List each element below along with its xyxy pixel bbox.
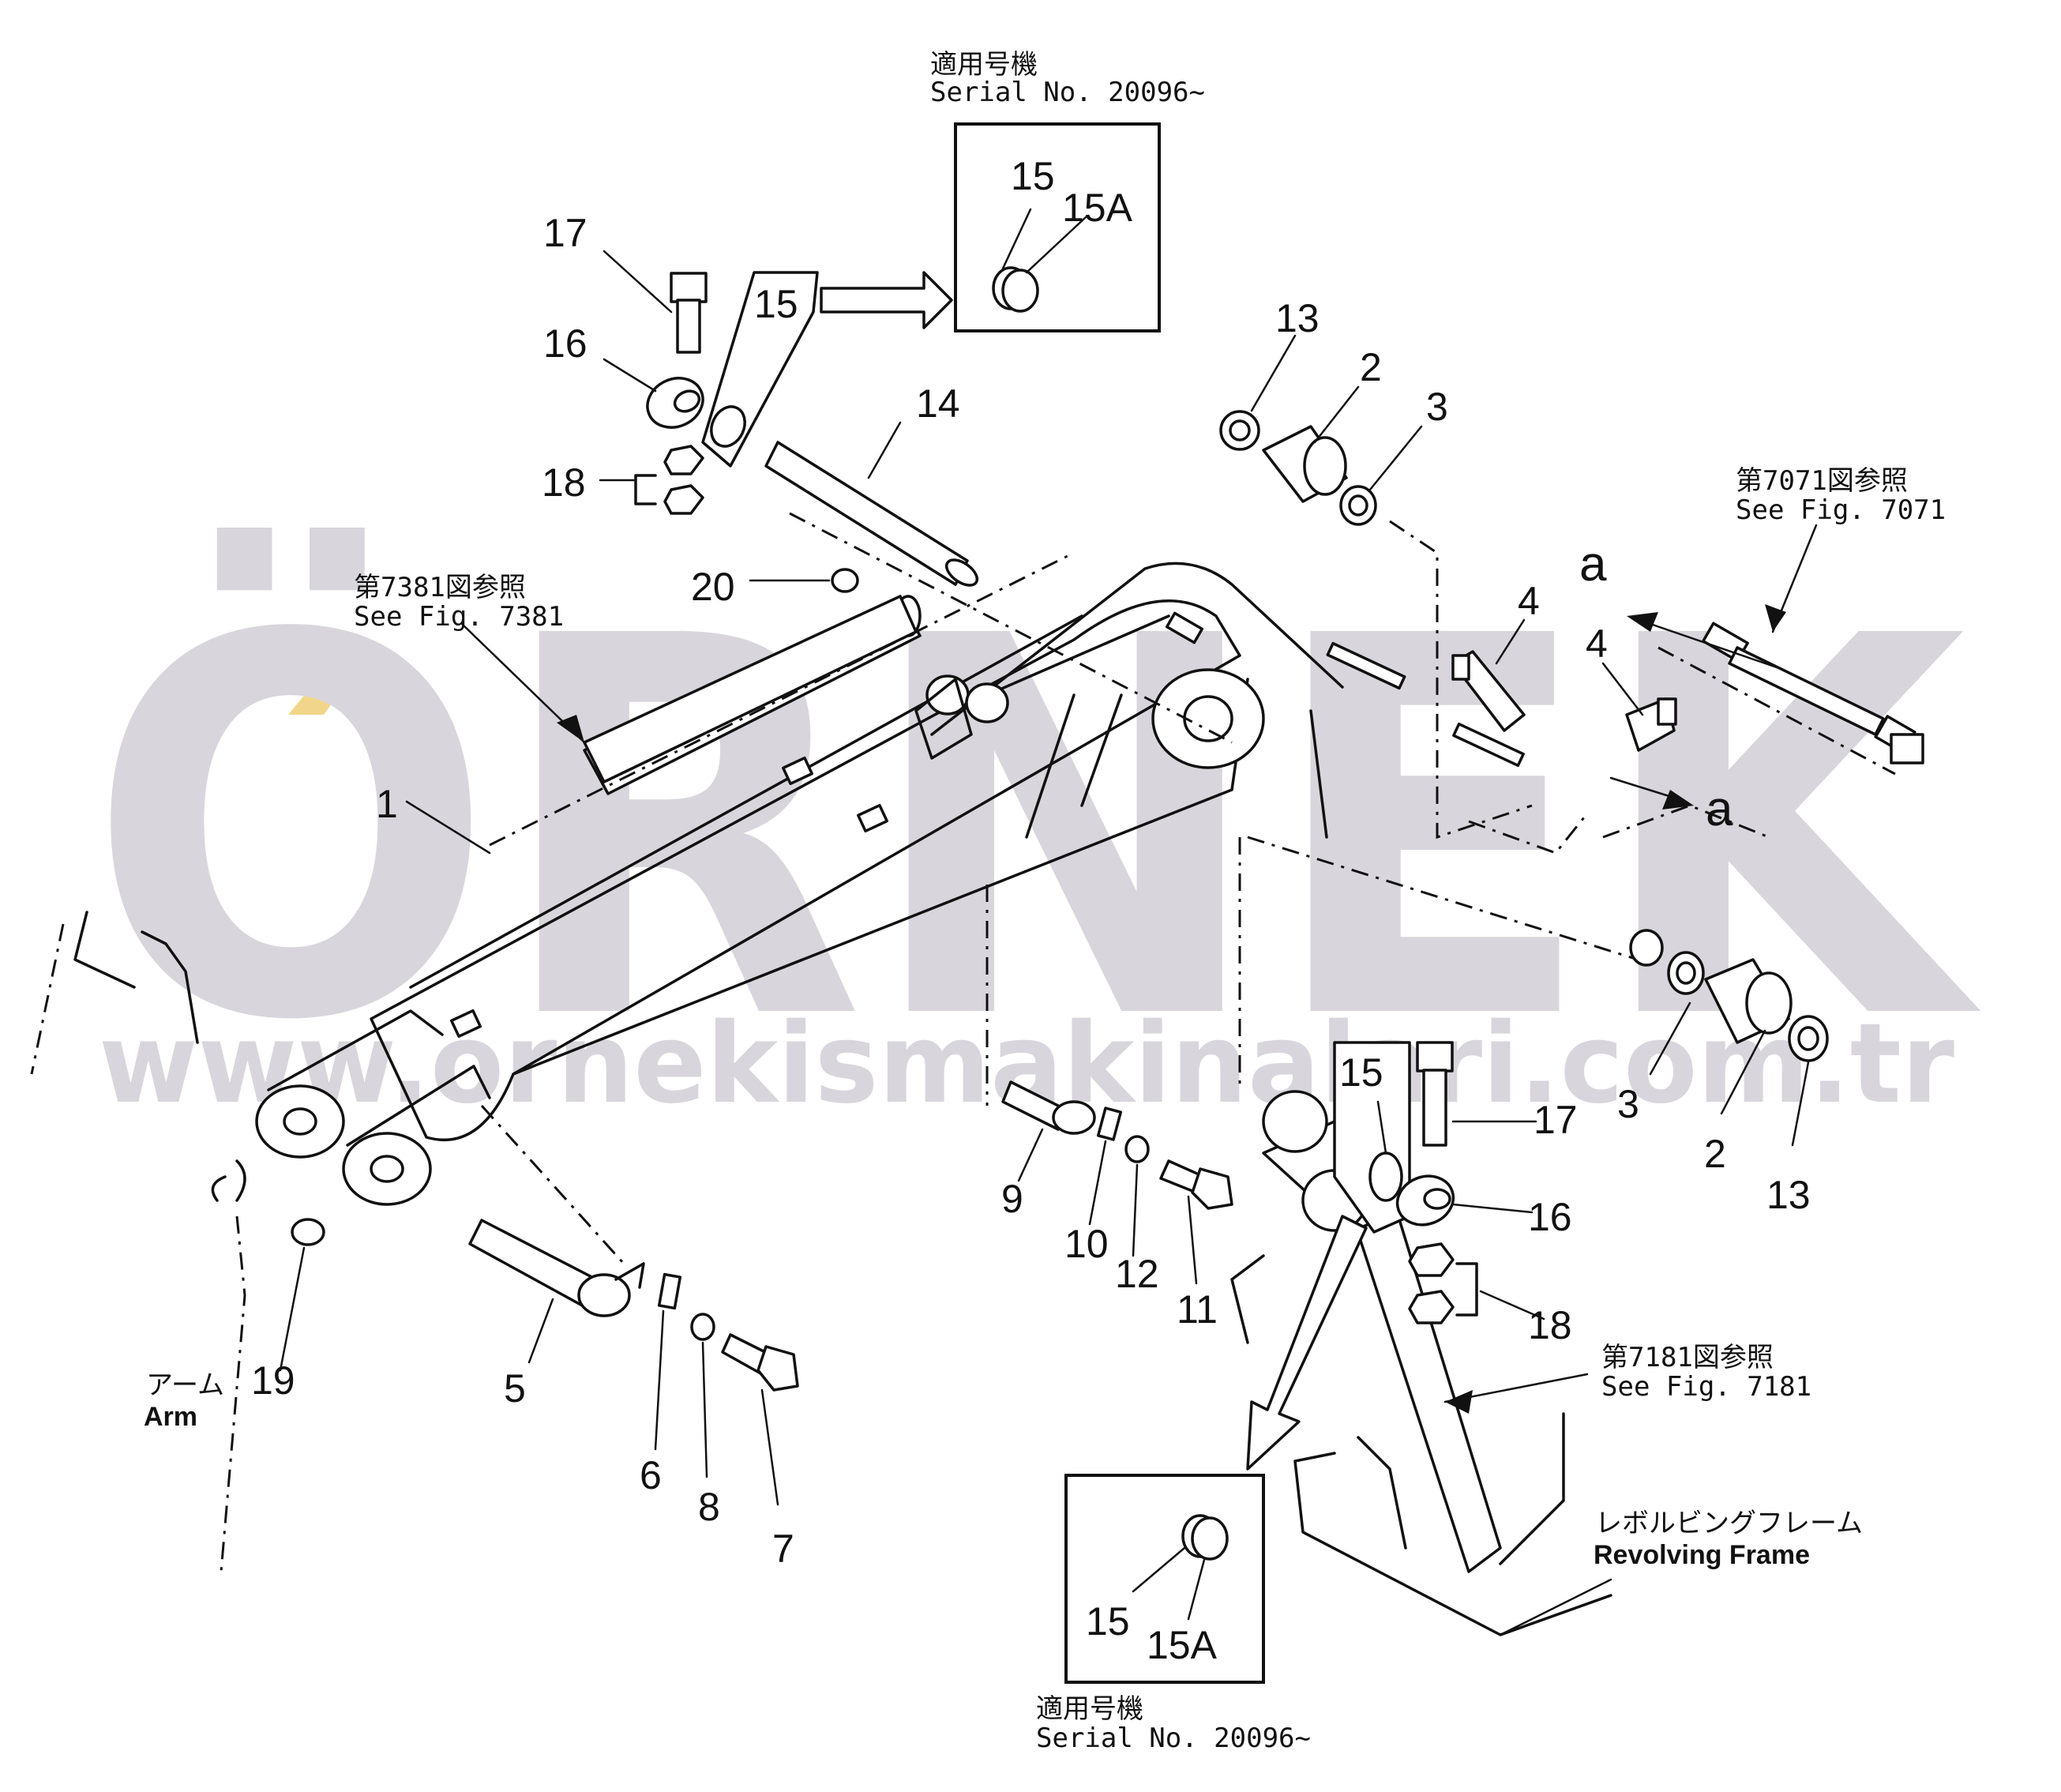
- label-10: 10: [1064, 1222, 1109, 1266]
- serial-bottom-jp: 適用号機: [1036, 1693, 1143, 1725]
- label-15-top: 15: [754, 282, 798, 326]
- pin-5: [468, 1219, 645, 1317]
- plate-6: [657, 1272, 682, 1310]
- label-9: 9: [1001, 1177, 1023, 1221]
- leader-lines: [279, 250, 1818, 1636]
- label-8: 8: [698, 1485, 720, 1529]
- revolving-frame-jp: レボルビングフレーム: [1595, 1508, 1863, 1539]
- boom-body: [370, 599, 1241, 1142]
- washer-20: [831, 568, 859, 593]
- bolt-7: [721, 1333, 799, 1392]
- seal-13-bot: [1788, 1015, 1829, 1062]
- watermark: ÖRNEK www.ornekismakinalari.com.tr: [87, 522, 1984, 1134]
- view-marker-a-top: a: [1579, 537, 1607, 592]
- label-18-top: 18: [542, 460, 586, 505]
- nuts-18-mid: [1408, 1242, 1455, 1324]
- pin-14: [764, 441, 979, 587]
- view-marker-a-bottom: a: [1706, 782, 1733, 836]
- label-3-top: 3: [1426, 385, 1448, 429]
- fig7381-jp: 第7381図参照: [354, 572, 526, 603]
- fig7381-en: See Fig. 7381: [354, 601, 564, 633]
- revolving-frame-en: Revolving Frame: [1594, 1540, 1810, 1570]
- seal-13-top: [1219, 410, 1260, 451]
- fitting-4-a: [1451, 650, 1526, 732]
- bushing-16-top: [646, 377, 704, 429]
- label-20: 20: [691, 565, 735, 609]
- bushing-16-mid: [1395, 1174, 1455, 1227]
- label-19: 19: [251, 1358, 295, 1403]
- bushing-2-bot: [1704, 958, 1793, 1044]
- label-15-mid: 15: [1339, 1050, 1383, 1095]
- watermark-accent-right: [288, 671, 355, 715]
- fitting-4-b: [1625, 697, 1677, 752]
- part-labels: 17 16 18 15 15 15A 14 20 13 2 3 4 4 1 3 …: [251, 154, 1811, 1667]
- bolt-17-mid: [1416, 1041, 1454, 1147]
- label-5: 5: [504, 1366, 526, 1411]
- label-2-top: 2: [1360, 345, 1382, 389]
- fig7181-en: See Fig. 7181: [1601, 1371, 1811, 1403]
- label-12: 12: [1115, 1252, 1159, 1296]
- label-4-b: 4: [1586, 622, 1608, 666]
- label-15a-box-bot: 15A: [1147, 1623, 1218, 1667]
- reference-texts: 適用号機 Serial No. 20096~ 第7381図参照 See Fig.…: [144, 49, 1946, 1754]
- arm-en: Arm: [144, 1402, 197, 1432]
- bolt-17-top: [670, 272, 708, 354]
- label-17-top: 17: [543, 211, 588, 255]
- label-11: 11: [1177, 1287, 1218, 1332]
- seal-3-bot: [1667, 951, 1705, 995]
- washer-19: [291, 1218, 325, 1246]
- label-15-box-bot: 15: [1086, 1599, 1130, 1644]
- arrow-to-box-bottom: [1246, 1215, 1368, 1471]
- label-6: 6: [640, 1453, 662, 1497]
- label-17-mid: 17: [1534, 1098, 1578, 1142]
- fig7071-en: See Fig. 7071: [1736, 494, 1946, 526]
- detail-box-bottom: [1064, 1474, 1265, 1684]
- bushing-2-top: [1262, 425, 1348, 503]
- arrow-to-box-top: [820, 271, 953, 329]
- fig7181-jp: 第7181図参照: [1601, 1342, 1774, 1373]
- washer-8: [690, 1313, 715, 1341]
- parts-top: [583, 271, 1924, 1062]
- hose-7071: [1702, 622, 1924, 765]
- label-2-bot: 2: [1704, 1132, 1726, 1176]
- fig7071-jp: 第7071図参照: [1736, 465, 1908, 497]
- label-18-mid: 18: [1528, 1303, 1572, 1347]
- label-1: 1: [376, 782, 398, 826]
- label-3-bot: 3: [1617, 1082, 1639, 1126]
- seal-3-top: [1339, 485, 1377, 526]
- label-16-top: 16: [543, 321, 588, 366]
- serial-bottom-en: Serial No. 20096~: [1036, 1722, 1311, 1754]
- label-13-top: 13: [1275, 296, 1320, 340]
- label-16-mid: 16: [1528, 1195, 1572, 1239]
- pin-9: [1001, 1080, 1096, 1135]
- arm-jp: アーム: [146, 1369, 224, 1401]
- label-13-bot: 13: [1766, 1173, 1811, 1217]
- bolt-11: [1159, 1159, 1233, 1210]
- center-lines: [30, 512, 1896, 1572]
- label-4-a: 4: [1518, 579, 1540, 623]
- washer-12: [1124, 1135, 1150, 1163]
- nuts-18-top: [663, 445, 704, 515]
- watermark-letters: ÖRNEK: [87, 522, 1984, 1134]
- label-15a-box-top: 15A: [1062, 186, 1133, 230]
- plate-10: [1096, 1106, 1123, 1141]
- label-7: 7: [772, 1527, 794, 1571]
- watermark-accent-left: [182, 671, 265, 715]
- label-14: 14: [916, 381, 960, 426]
- label-15-box-top: 15: [1011, 154, 1055, 198]
- serial-top-en: Serial No. 20096~: [930, 77, 1205, 108]
- serial-top-jp: 適用号機: [930, 49, 1038, 81]
- detail-box-top: [954, 122, 1161, 332]
